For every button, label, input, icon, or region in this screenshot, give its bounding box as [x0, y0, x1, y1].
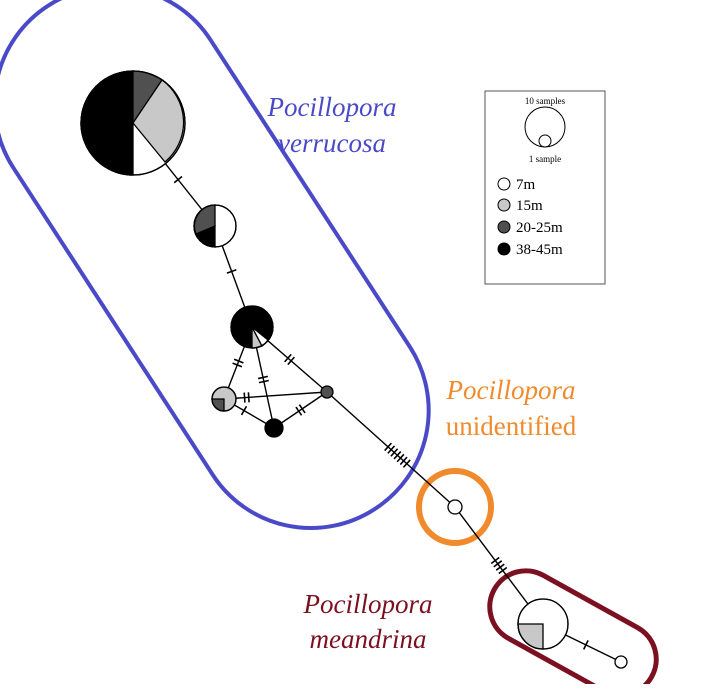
- mutation-tick-h6-h7: [393, 450, 402, 460]
- haplotype-nodes: [80, 70, 628, 669]
- mutation-tick-h3-h5: [258, 379, 269, 384]
- haplotype-h8: [517, 598, 569, 650]
- legend: 10 samples 1 sample 7m 15m 20-25m 38-45m: [484, 90, 606, 285]
- haplotype-h9: [614, 655, 628, 669]
- unidentified-label-line1: Pocillopora: [446, 375, 576, 405]
- haplotype-h3: [230, 305, 274, 349]
- mutation-tick-h7-h8: [490, 556, 500, 565]
- legend-label-20-25m: 20-25m: [516, 220, 563, 236]
- haplotype-h7: [447, 499, 463, 515]
- mutation-ticks: [173, 175, 589, 650]
- mutation-tick-h6-h7: [399, 456, 408, 466]
- mutation-tick-h3-h5: [257, 375, 269, 380]
- mutation-tick-h3-h6: [287, 356, 295, 366]
- mutation-tick-h5-h6: [295, 406, 303, 416]
- legend-size-large-label: 10 samples: [525, 96, 566, 106]
- verrucosa-label-line2: verrucosa: [278, 128, 386, 158]
- mutation-tick-h6-h7: [390, 448, 399, 457]
- meandrina-label-line2: meandrina: [310, 624, 427, 654]
- verrucosa-group-outline: [0, 0, 431, 531]
- edge-h4-h6: [223, 391, 328, 400]
- mutation-tick-h8-h9: [582, 640, 589, 650]
- meandrina-label-line1: Pocillopora: [303, 589, 433, 619]
- legend-size-small-label: 1 sample: [529, 154, 561, 164]
- meandrina-group-outline: [487, 568, 659, 689]
- mutation-tick-h4-h6: [243, 392, 246, 403]
- mutation-tick-h6-h7: [396, 453, 405, 463]
- mutation-tick-h5-h6: [298, 404, 306, 414]
- unidentified-label-line2: unidentified: [446, 411, 577, 441]
- mutation-tick-h7-h8: [495, 563, 505, 571]
- legend-small-circle: [538, 134, 552, 148]
- legend-swatch-15m: [497, 198, 511, 212]
- mutation-tick-h7-h8: [498, 566, 508, 575]
- haplotype-h1: [80, 70, 186, 176]
- haplotype-h2: [193, 204, 237, 248]
- legend-label-7m: 7m: [516, 177, 536, 193]
- legend-swatch-20-25m: [497, 220, 511, 234]
- unidentified-group-outline: [416, 468, 494, 546]
- mutation-tick-h6-h7: [384, 442, 392, 452]
- edge-h5-h6: [273, 391, 328, 429]
- h1-slice-38-45m: [80, 70, 134, 176]
- legend-label-15m: 15m: [516, 198, 543, 214]
- haplotype-h4: [211, 386, 237, 412]
- mutation-tick-h3-h4: [232, 362, 243, 368]
- legend-swatch-38-45m: [497, 242, 511, 256]
- legend-swatch-7m: [497, 177, 511, 191]
- mutation-tick-h6-h7: [402, 459, 411, 468]
- mutation-tick-h1-h2: [173, 175, 183, 184]
- mutation-tick-h3-h6: [284, 353, 292, 363]
- legend-label-38-45m: 38-45m: [516, 242, 563, 258]
- verrucosa-label-line1: Pocillopora: [267, 92, 397, 122]
- haplotype-h5: [264, 418, 284, 438]
- mutation-tick-h6-h7: [387, 445, 396, 454]
- mutation-tick-h7-h8: [493, 560, 503, 568]
- mutation-tick-h3-h4: [233, 358, 244, 364]
- mutation-tick-h2-h3: [226, 268, 237, 274]
- haplotype-h6: [320, 385, 334, 399]
- mutation-tick-h4-h5: [240, 405, 248, 416]
- mutation-tick-h4-h6: [247, 392, 250, 403]
